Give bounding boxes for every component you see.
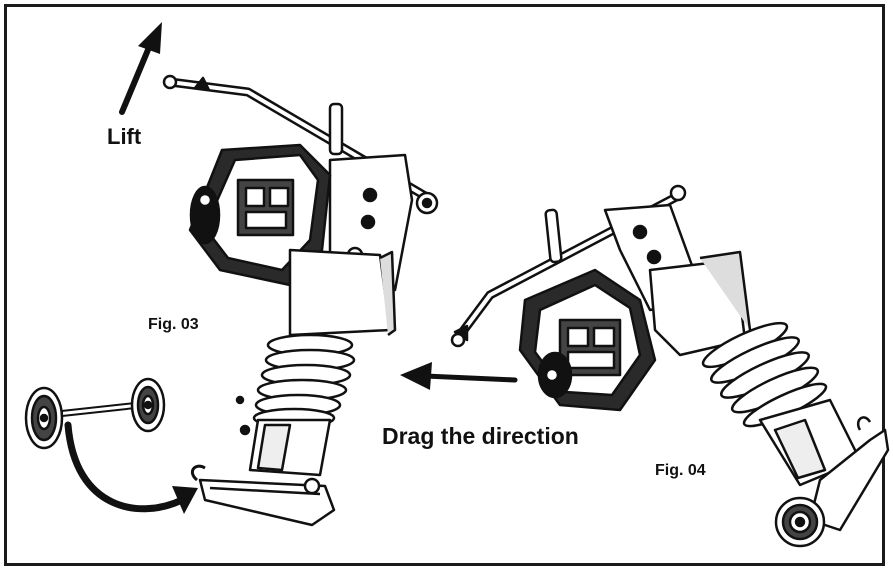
drag-direction-label: Drag the direction <box>382 423 579 449</box>
wheel-kit <box>24 377 166 450</box>
lift-arrow-icon <box>119 22 162 115</box>
lift-label: Lift <box>107 124 142 149</box>
tamper-fig03 <box>162 74 439 527</box>
tamper-fig04 <box>450 184 890 548</box>
wheel-left <box>24 386 64 450</box>
engine-fig04 <box>518 268 657 412</box>
curved-arrow-icon <box>64 421 198 514</box>
arrow-left-icon <box>400 362 518 390</box>
figure-border <box>4 4 885 566</box>
wheel-right <box>130 377 166 433</box>
bellows-fig04 <box>701 321 828 428</box>
figure-caption-fig04: Fig. 04 <box>655 462 706 479</box>
wheel-fig04 <box>774 496 826 548</box>
figure-caption-fig03: Fig. 03 <box>148 316 199 333</box>
bellows-fig03 <box>252 333 356 429</box>
